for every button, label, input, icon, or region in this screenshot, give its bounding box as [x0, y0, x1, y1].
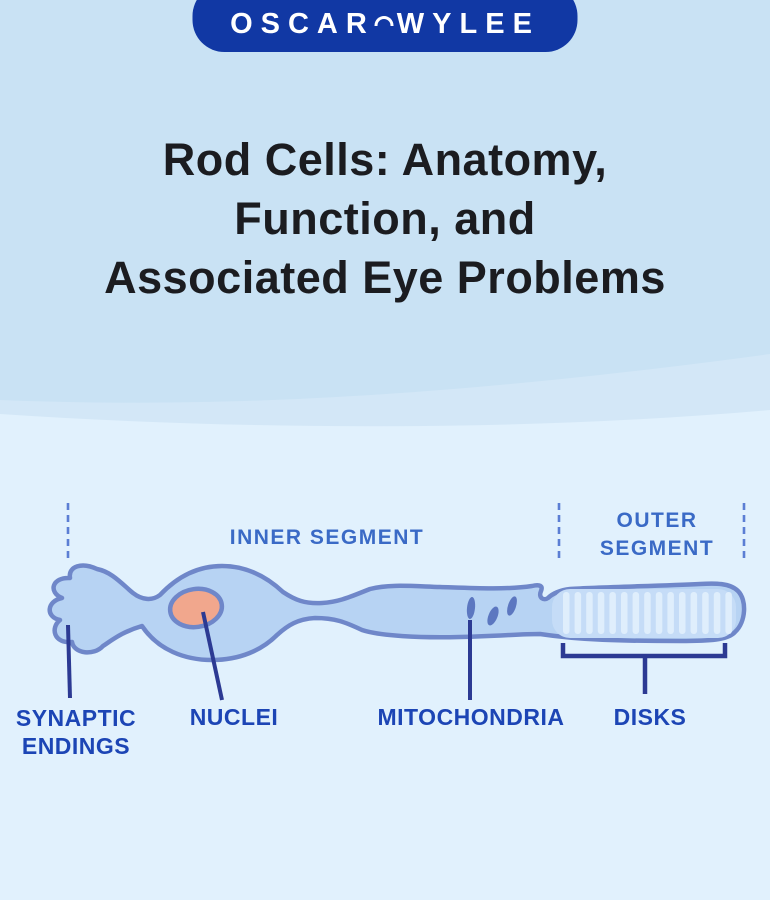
brand-logo-left: OSCAR	[230, 8, 375, 40]
outer-segment-label: OUTER SEGMENT	[600, 507, 714, 563]
disks-bracket	[560, 643, 728, 694]
header-background	[0, 0, 770, 340]
disks-label: DISKS	[613, 704, 687, 730]
brand-badge: OSCAR WYLEE	[192, 0, 578, 52]
arc-icon	[374, 15, 394, 26]
disk-stripes	[563, 592, 732, 634]
page-title-line-3: Associated Eye Problems	[104, 252, 666, 303]
page-title-line-1: Rod Cells: Anatomy,	[162, 134, 608, 185]
synaptic-endings-label-line-2: ENDINGS	[21, 733, 131, 759]
pointer-line-nuclei	[201, 611, 224, 701]
page-title-line-2: Function, and	[234, 193, 536, 244]
mitochondria-dots	[466, 596, 517, 626]
pointer-line-synaptic	[66, 624, 72, 699]
wave-middle-band	[0, 354, 770, 442]
inner-segment-label: INNER SEGMENT	[229, 526, 425, 549]
segment-divider-dashes	[66, 503, 746, 560]
brand-logo: OSCAR WYLEE	[230, 10, 540, 39]
nucleus-shape	[167, 586, 225, 630]
mitochondria-label: MITOCHONDRIA	[377, 704, 565, 730]
nuclei-label: NUCLEI	[189, 704, 279, 730]
brand-logo-right: WYLEE	[396, 8, 540, 40]
page-title: Rod Cells: Anatomy, Function, and Associ…	[0, 130, 770, 307]
outer-segment-label-line-1: OUTER	[616, 509, 698, 532]
synaptic-endings-label-line-1: SYNAPTIC	[15, 705, 137, 731]
outer-segment-label-line-2: SEGMENT	[599, 537, 715, 560]
wave-divider	[0, 338, 770, 442]
wave-bottom-band	[0, 410, 770, 442]
synaptic-endings-label: SYNAPTIC ENDINGS	[16, 704, 136, 760]
